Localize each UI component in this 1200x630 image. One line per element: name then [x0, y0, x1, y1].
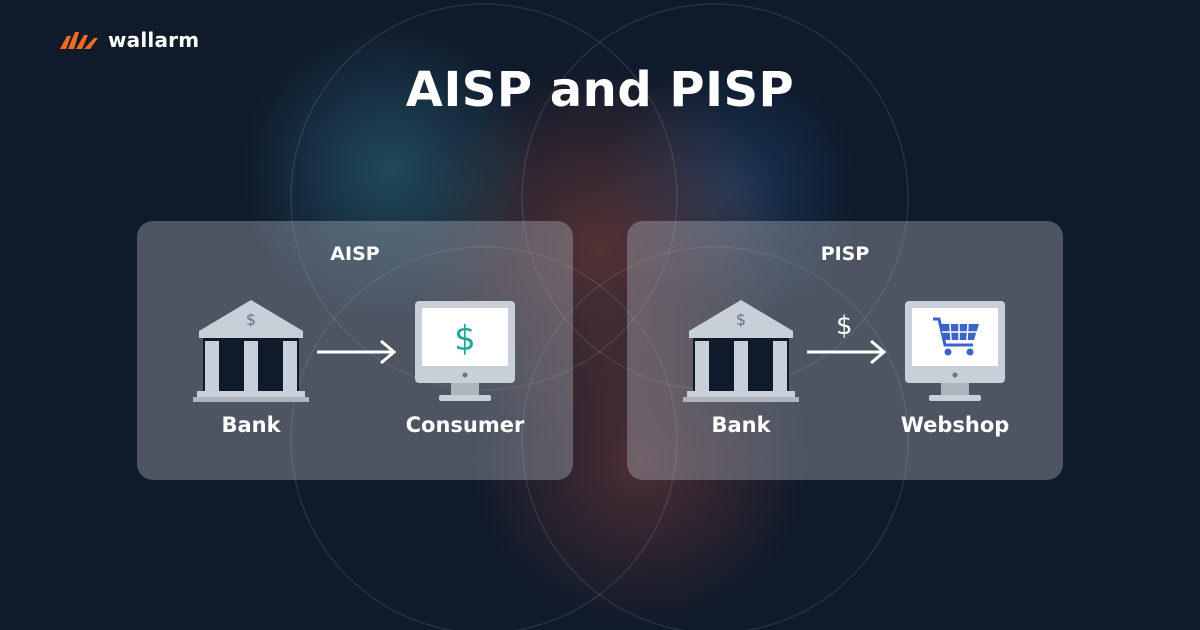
page-title: AISP and PISP: [405, 62, 795, 118]
bank-icon: $: [683, 300, 799, 402]
monitor-cart-icon: [905, 301, 1005, 401]
logo-text: wallarm: [108, 28, 200, 52]
bank-label: Bank: [711, 413, 771, 437]
shopping-cart-icon: [933, 317, 979, 356]
wallarm-logo-icon: [60, 32, 98, 49]
svg-text:$: $: [736, 310, 746, 329]
monitor-dollar-icon: $: [415, 301, 515, 401]
bank-label: Bank: [221, 413, 281, 437]
consumer-node: $: [413, 299, 517, 407]
brand-logo[interactable]: wallarm: [60, 28, 199, 52]
consumer-label: Consumer: [405, 413, 525, 437]
panel-title-pisp: PISP: [820, 243, 870, 265]
aisp-panel: AISP $ Bank $ Consumer: [137, 221, 573, 480]
pisp-panel: PISP $ Bank $: [627, 221, 1063, 480]
webshop-label: Webshop: [900, 413, 1010, 437]
panel-title-aisp: AISP: [330, 243, 380, 265]
arrow-icon: [317, 339, 397, 365]
bank-node: $: [193, 297, 309, 407]
webshop-node: [903, 299, 1007, 407]
payment-dollar-label: $: [836, 311, 853, 341]
bank-icon: $: [193, 300, 309, 402]
bank-node: $: [683, 297, 799, 407]
svg-text:$: $: [246, 310, 256, 329]
arrow-icon: [807, 339, 887, 365]
svg-text:$: $: [454, 319, 476, 359]
